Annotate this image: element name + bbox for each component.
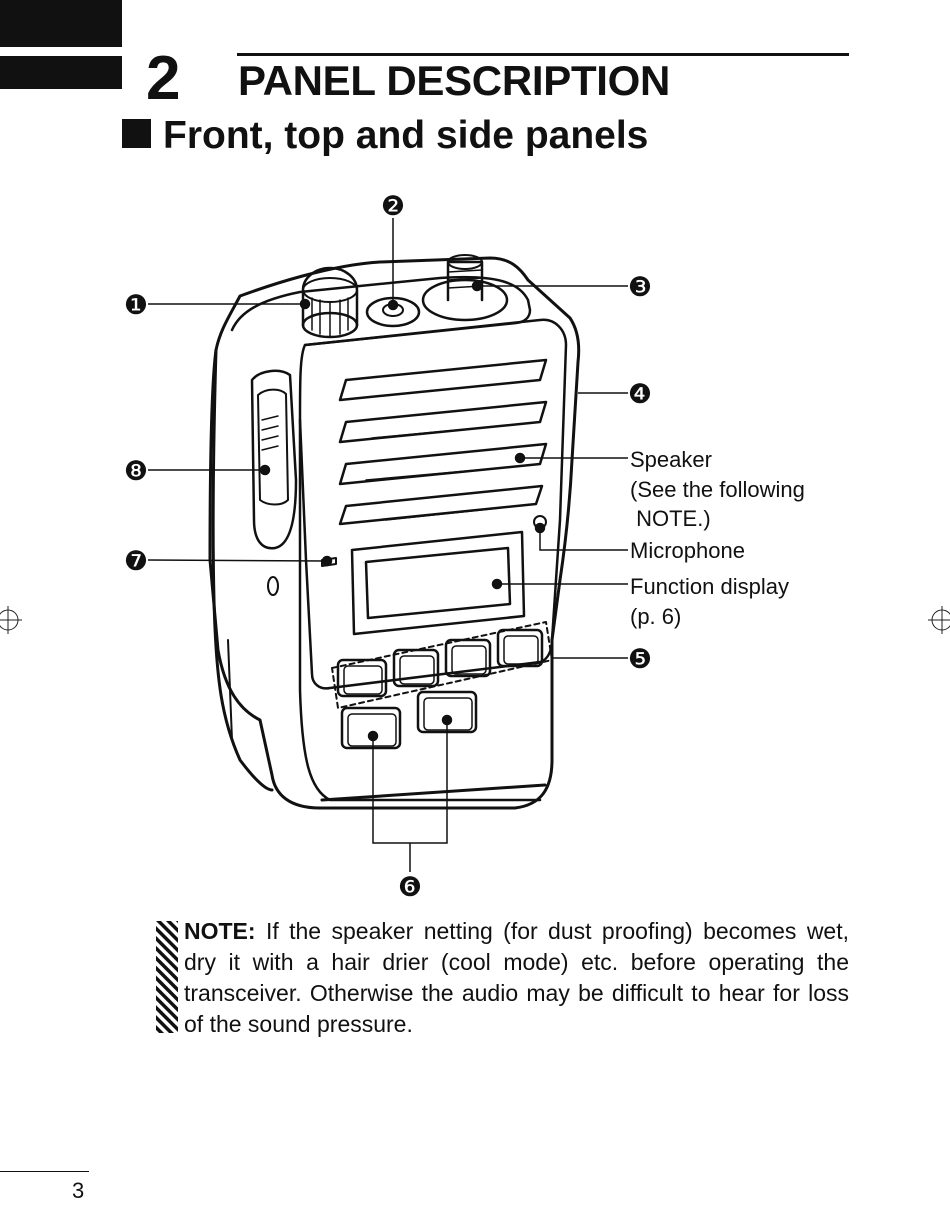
volume-knob <box>301 266 359 339</box>
key-group-outline <box>331 621 553 709</box>
callout-7: ❼ <box>124 546 148 576</box>
callout-4: ❹ <box>628 379 652 409</box>
square-bullet-icon <box>122 119 151 148</box>
page-footer-rule <box>0 1171 89 1172</box>
chapter-title: PANEL DESCRIPTION <box>238 57 671 104</box>
note-paragraph: NOTE: If the speaker netting (for dust p… <box>184 916 849 1040</box>
speaker-label: Speaker <box>630 447 712 472</box>
component-labels: Speaker (See the following NOTE.) Microp… <box>630 447 805 629</box>
upper-keys <box>336 628 544 698</box>
page-number: 3 <box>72 1178 85 1203</box>
callout-5: ❺ <box>628 644 652 674</box>
callout-3: ❸ <box>628 272 652 302</box>
function-display <box>350 530 526 636</box>
speaker-note-line1: (See the following <box>630 477 805 502</box>
callout-1: ❶ <box>124 290 148 320</box>
chapter-rule <box>237 53 849 56</box>
note-hatch-icon <box>156 921 178 1033</box>
speaker-grille <box>338 358 548 526</box>
function-display-page-ref: (p. 6) <box>630 604 681 629</box>
microphone-label: Microphone <box>630 538 745 563</box>
callout-6: ❻ <box>398 872 422 902</box>
note-text: If the speaker netting (for dust proofin… <box>184 918 849 1037</box>
radio-illustration <box>208 254 581 810</box>
section-title: Front, top and side panels <box>122 116 648 155</box>
ptt-switch <box>250 369 298 550</box>
chapter-tab-upper <box>0 0 122 47</box>
leader-lines <box>147 218 628 872</box>
function-display-label: Function display <box>630 574 789 599</box>
transceiver-diagram: ❶ ❷ ❸ ❹ ❺ ❻ ❼ ❽ Speaker (See the followi… <box>0 191 950 902</box>
registration-mark-left <box>0 606 22 634</box>
registration-mark-right <box>928 606 950 634</box>
lower-keys <box>340 690 478 750</box>
speaker-note-line2: NOTE.) <box>630 506 711 531</box>
callout-markers: ❶ ❷ ❸ ❹ ❺ ❻ ❼ ❽ <box>124 191 652 902</box>
section-title-text: Front, top and side panels <box>163 114 649 157</box>
chapter-tab-lower <box>0 56 122 89</box>
chapter-number: 2 <box>146 44 181 113</box>
screw-icon <box>267 576 279 596</box>
callout-2: ❷ <box>381 191 405 221</box>
callout-8: ❽ <box>124 456 148 486</box>
antenna-connector <box>421 254 509 322</box>
note-label: NOTE: <box>184 918 256 944</box>
